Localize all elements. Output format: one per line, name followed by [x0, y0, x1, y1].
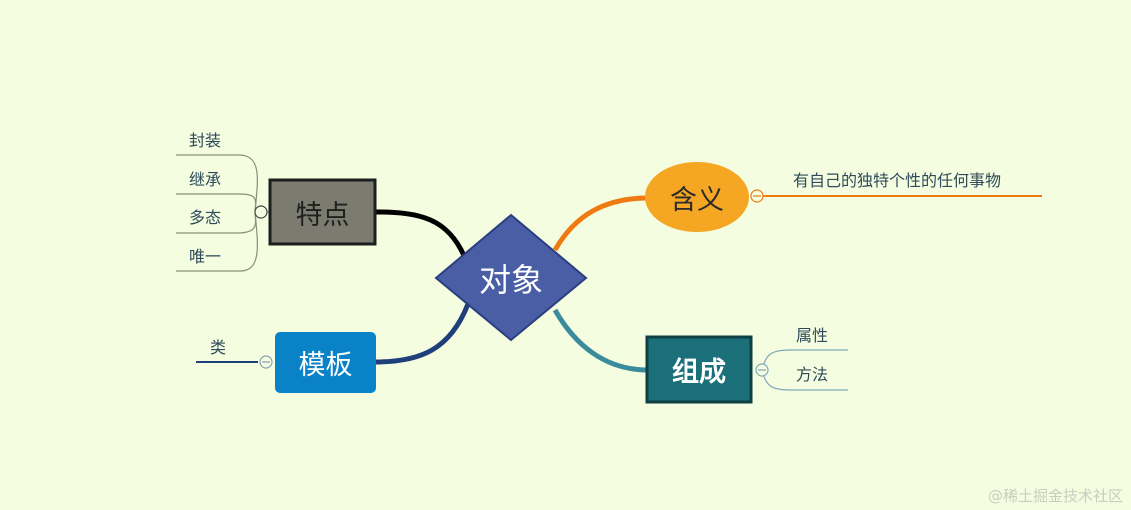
center-node-label[interactable]: 对象 — [478, 261, 543, 299]
features-node-label[interactable]: 特点 — [295, 199, 350, 231]
center-node-shape[interactable] — [434, 213, 588, 342]
connector-meaning — [552, 195, 649, 252]
composition-leaf-methods[interactable]: 方法 — [796, 365, 829, 384]
meaning-leaf-text[interactable]: 有自己的独特个性的任何事物 — [793, 171, 1002, 190]
meaning-node-label[interactable]: 含义 — [670, 184, 724, 216]
template-leaf-class[interactable]: 类 — [210, 338, 227, 357]
connector-template — [374, 303, 471, 365]
feature-leaf-encapsulation[interactable]: 封装 — [189, 131, 222, 150]
feature-leaf-polymorphism[interactable]: 多态 — [189, 208, 222, 227]
features-node-shape[interactable] — [268, 178, 377, 246]
feature-leaf-uniqueness[interactable]: 唯一 — [189, 247, 222, 266]
composition-leaf-attributes[interactable]: 属性 — [796, 326, 829, 345]
features-leaf-lines — [176, 154, 270, 272]
composition-node-shape[interactable] — [645, 335, 753, 404]
connector-features — [374, 209, 468, 259]
meaning-node-shape[interactable] — [645, 162, 749, 232]
composition-node-label[interactable]: 组成 — [672, 357, 726, 388]
feature-leaf-inheritance[interactable]: 继承 — [189, 170, 222, 189]
features-collapse-toggle[interactable] — [254, 205, 268, 219]
template-node-shape[interactable] — [275, 332, 376, 393]
template-node-label[interactable]: 模板 — [298, 350, 353, 381]
watermark: @稀土掘金技术社区 — [987, 487, 1123, 505]
connector-composition — [552, 308, 649, 373]
